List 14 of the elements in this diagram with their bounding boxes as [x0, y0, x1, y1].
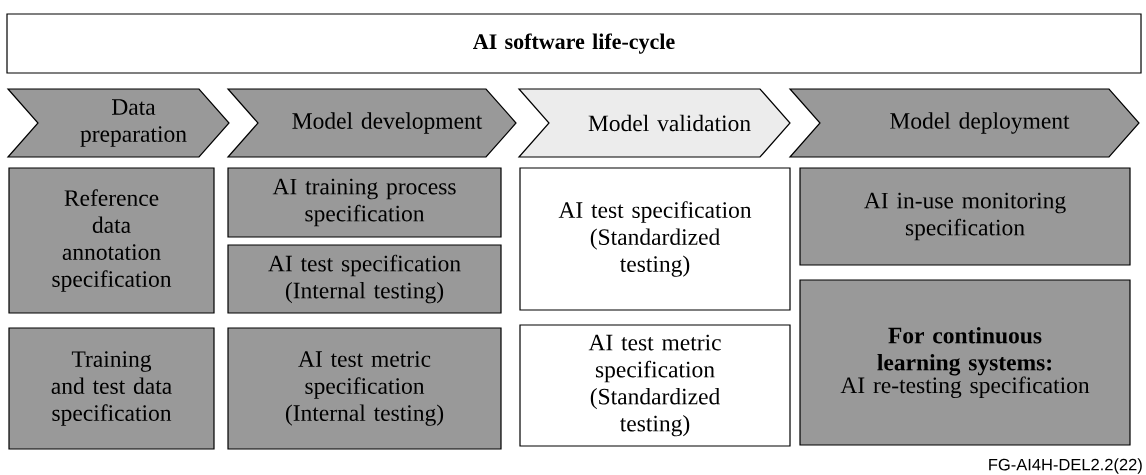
phase-banner: Model deployment: [788, 88, 1140, 158]
specification-box: AI test specification (Internal testing): [227, 244, 502, 314]
specification-box: AI test metric specification (Internal testing): [227, 327, 502, 450]
specification-box: For continuous learning systems: AI re-testing specification: [799, 279, 1131, 446]
title-box: AI software life-cycle: [6, 13, 1142, 74]
specification-box: AI test metric specification (Standardized testing): [519, 324, 791, 447]
specification-box: Training and test data specification: [8, 327, 215, 450]
phase-banner: Model validation: [517, 88, 791, 158]
specification-box: Reference data annotation specification: [8, 167, 215, 314]
specification-box: AI training process specification: [227, 167, 502, 238]
specification-box: AI test specification (Standardized testing): [519, 167, 791, 311]
specification-box: AI in-use monitoring specification: [799, 167, 1131, 266]
phase-banner: Data preparation: [6, 88, 230, 158]
phase-banner: Model development: [226, 88, 517, 158]
